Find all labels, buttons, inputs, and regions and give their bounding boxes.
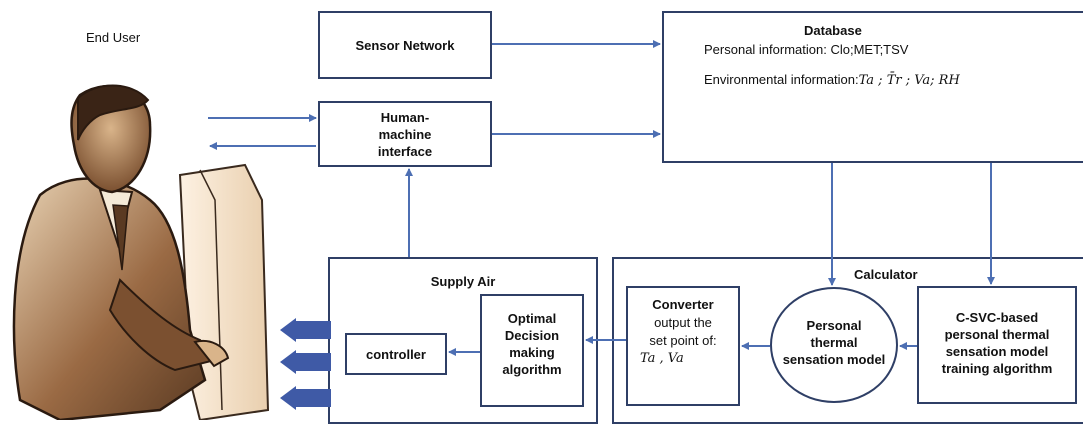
end-user-label: End User	[86, 30, 141, 45]
output-arrow-2	[280, 350, 331, 374]
calculator-title: Calculator	[854, 267, 918, 282]
sensor-network-box: Sensor Network	[318, 11, 492, 79]
database-personal-info: Personal information: Clo;MET;TSV	[704, 42, 909, 57]
converter-label: Converter output the set point of: Ta , …	[640, 297, 717, 366]
database-environmental-info: Environmental information:Ta ; T̄r ; Va;…	[704, 72, 960, 88]
database-box: Database Personal information: Clo;MET;T…	[662, 11, 1083, 163]
database-title: Database	[804, 23, 862, 38]
sensor-network-label: Sensor Network	[355, 38, 455, 53]
output-arrow-3	[280, 386, 331, 410]
output-arrow-1	[280, 318, 331, 342]
end-user-illustration	[12, 84, 270, 420]
controller-label: controller	[366, 347, 426, 362]
converter-box: Converter output the set point of: Ta , …	[626, 286, 740, 406]
controller-box: controller	[345, 333, 447, 375]
supply-air-title: Supply Air	[430, 274, 496, 289]
